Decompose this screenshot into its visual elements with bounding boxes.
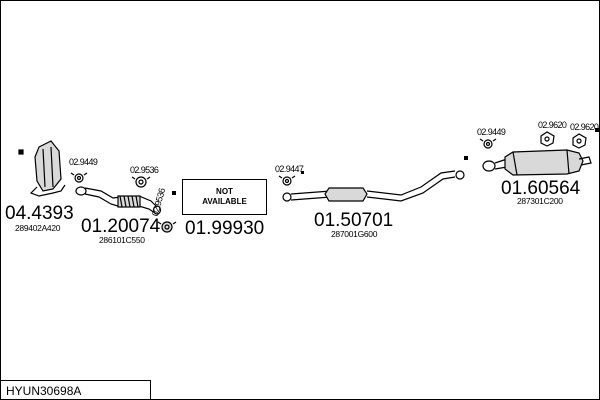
front-pipe-drawing [75, 186, 162, 215]
oem-number-middle-silencer: 287001G600 [331, 229, 378, 239]
part-number-front-pipe: 01.20074 [81, 216, 161, 237]
fitting-number: 02.9449 [477, 127, 506, 137]
assembly-code-box: HYUN30698A [1, 380, 151, 399]
assembly-code: HYUN30698A [6, 384, 82, 398]
fitting-number: 02.9447 [275, 164, 304, 174]
catalyst-drawing [18, 140, 66, 197]
not-available-box: NOT AVAILABLE [182, 179, 267, 215]
not-available-label: NOT AVAILABLE [202, 187, 247, 206]
fitting-number: 02.9536 [130, 165, 159, 175]
clamp-drawing-1 [131, 176, 151, 188]
gasket-drawing-1 [70, 172, 88, 183]
oem-number-catalyst: 289402A420 [15, 223, 61, 233]
rear-silencer-drawing [482, 149, 592, 176]
gasket-drawing-2 [278, 175, 296, 186]
hanger-drawing-2 [572, 133, 587, 149]
oem-number-rear-silencer: 287301C200 [517, 196, 563, 206]
fitting-number: 02.9620 [570, 122, 599, 132]
part-number-catalyst: 04.4393 [5, 203, 74, 224]
clamp-drawing-2 [157, 221, 177, 233]
middle-silencer-drawing [282, 170, 465, 202]
part-number-not-available: 01.99930 [185, 218, 265, 239]
part-number-rear-silencer: 01.60564 [501, 178, 581, 199]
hanger-drawing-1 [540, 131, 555, 147]
gasket-drawing-3 [479, 138, 497, 149]
oem-number-front-pipe: 286101C550 [99, 235, 145, 245]
fitting-number: 02.9620 [538, 120, 567, 130]
part-number-middle-silencer: 01.50701 [314, 210, 394, 231]
fitting-number: 02.9449 [69, 157, 98, 167]
